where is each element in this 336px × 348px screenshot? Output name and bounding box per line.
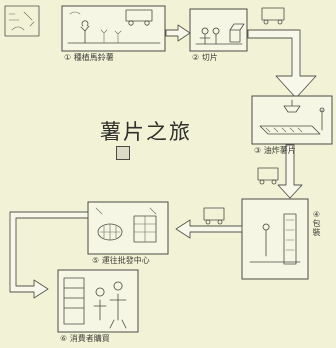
diagram-title: 薯片之旅	[100, 120, 192, 144]
step-2-label: ② 切片	[192, 53, 218, 62]
arrow-1-to-2	[165, 24, 191, 42]
panel-fry	[251, 95, 333, 145]
panel-wholesale	[87, 201, 169, 255]
seal-stamp	[116, 146, 130, 160]
truck-doodle-right	[257, 167, 279, 185]
step-5-label: ⑤ 運往批發中心	[92, 256, 150, 265]
truck-doodle-middle	[203, 207, 225, 225]
arrow-4-to-5	[175, 219, 243, 239]
truck-doodle-top	[261, 7, 285, 25]
step-4-label: ④ 包裝	[312, 210, 321, 237]
arrow-5-to-6	[9, 211, 89, 299]
corner-doodle	[4, 5, 40, 37]
arrow-2-to-3	[247, 29, 317, 99]
step-6-label: ⑥ 消費者購買	[60, 334, 110, 343]
panel-consumer	[57, 269, 139, 333]
arrow-3-to-4	[277, 144, 303, 199]
panel-pack	[241, 198, 309, 280]
step-3-label: ③ 油炸薯片	[254, 146, 296, 155]
step-1-label: ① 種植馬鈴薯	[64, 53, 114, 62]
panel-slice	[189, 8, 248, 52]
panel-grow-potatoes	[61, 5, 166, 52]
